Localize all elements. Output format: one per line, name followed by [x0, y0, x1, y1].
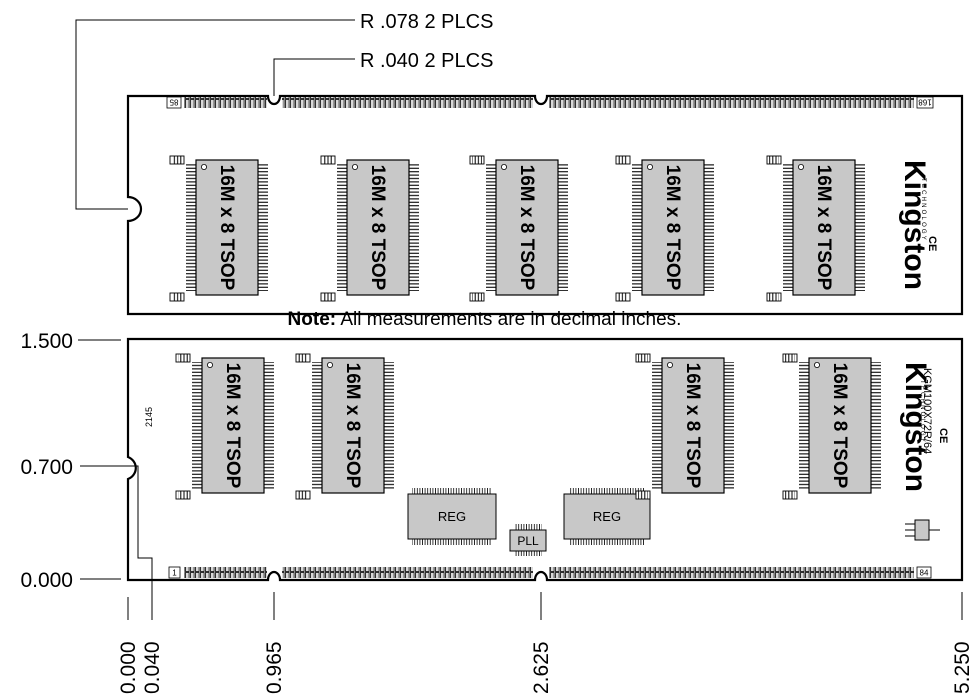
register-chip-left: REG: [407, 488, 497, 545]
chip-label: 16M x 8 TSOP: [829, 363, 850, 489]
radius-callout-inner: R .040 2 PLCS: [273, 50, 493, 96]
resistor-pack: [320, 155, 336, 165]
dim-h-5250: 5.250: [951, 641, 969, 694]
top-pin-row-right: [549, 97, 914, 108]
chip-label: 16M x 8 TSOP: [367, 165, 388, 291]
resistor-pack: [295, 353, 311, 363]
dim-h-2625: 2.625: [530, 641, 553, 694]
chip-label: 16M x 8 TSOP: [516, 165, 537, 291]
radius-inner-label: R .040 2 PLCS: [360, 50, 493, 72]
kingston-logo: Kingston: [898, 160, 931, 290]
chip-label: 16M x 8 TSOP: [662, 165, 683, 291]
top-chip-group: 16M x 8 TSOP 16M x 8 TSOP 16M x 8 TSOP 16M …: [169, 155, 865, 302]
resistor-pack: [175, 490, 191, 500]
radius-callout-outer: R .078 2 PLCS: [75, 11, 493, 210]
pll-chip: PLL: [509, 524, 547, 556]
vertical-dimensions: 1.500 0.700 0.000: [20, 330, 153, 597]
reg-label-right: REG: [593, 509, 621, 524]
note-text: All measurements are in decimal inches.: [336, 309, 682, 330]
resistor-pack: [615, 155, 631, 165]
resistor-pack: [635, 490, 651, 500]
resistor-pack: [320, 292, 336, 302]
resistor-pack: [295, 490, 311, 500]
pin-label-85: 85: [169, 98, 178, 107]
chip-label: 16M x 8 TSOP: [813, 165, 834, 291]
top-brand-block: Kingston TECHNOLOGY CE: [898, 160, 938, 290]
dim-h-0040: 0.040: [141, 641, 164, 694]
small-ic: [905, 519, 940, 541]
resistor-pack: [615, 292, 631, 302]
ce-mark-front: CE: [937, 428, 949, 443]
front-chip-group: 16M x 8 TSOP 16M x 8 TSOP 16M x 8 TSOP 16M …: [175, 353, 881, 500]
front-pin-row-left: [184, 567, 267, 578]
resistor-pack: [782, 490, 798, 500]
reg-label-left: REG: [438, 509, 466, 524]
pin-label-84: 84: [920, 569, 929, 578]
top-pin-row-mid: [282, 97, 533, 108]
chip-label: 16M x 8 TSOP: [682, 363, 703, 489]
tsop-chip: 16M x 8 TSOP: [632, 159, 714, 296]
tsop-chip: 16M x 8 TSOP: [312, 357, 394, 494]
tsop-chip: 16M x 8 TSOP: [799, 357, 881, 494]
chip-label: 16M x 8 TSOP: [222, 363, 243, 489]
tsop-chip: 16M x 8 TSOP: [783, 159, 865, 296]
resistor-pack: [782, 353, 798, 363]
front-pin-row-mid: [282, 567, 533, 578]
pin-label-168: 168: [918, 98, 932, 107]
front-pin-row-right: [549, 567, 914, 578]
top-pin-row-left: [184, 97, 267, 108]
technology-sub: TECHNOLOGY: [920, 178, 926, 242]
horizontal-dimensions: 0.000 0.040 0.965 2.625 5.250: [117, 592, 969, 694]
part-number: KGM100X72R/64: [921, 368, 933, 454]
tsop-chip: 16M x 8 TSOP: [337, 159, 419, 296]
serial-number: 2145: [144, 407, 154, 427]
chip-label: 16M x 8 TSOP: [216, 165, 237, 291]
note-prefix: Note:: [287, 309, 337, 330]
chip-label: 16M x 8 TSOP: [342, 363, 363, 489]
pin-label-1: 1: [172, 569, 177, 578]
resistor-pack: [766, 155, 782, 165]
kingston-logo-front: Kingston: [899, 362, 932, 492]
tsop-chip: 16M x 8 TSOP: [186, 159, 268, 296]
dim-h-0000: 0.000: [117, 641, 140, 694]
ce-mark: CE: [926, 236, 938, 251]
resistor-pack: [766, 292, 782, 302]
resistor-pack: [469, 155, 485, 165]
radius-outer-label: R .078 2 PLCS: [360, 11, 493, 33]
dim-0700: 0.700: [20, 456, 73, 479]
technology-sub-front: TECHNOLOGY: [919, 380, 925, 444]
dim-1500: 1.500: [20, 330, 73, 353]
resistor-pack: [635, 353, 651, 363]
dim-h-0965: 0.965: [263, 641, 286, 694]
dim-0000: 0.000: [20, 569, 73, 592]
resistor-pack: [175, 353, 191, 363]
tsop-chip: 16M x 8 TSOP: [192, 357, 274, 494]
tsop-chip: 16M x 8 TSOP: [652, 357, 734, 494]
register-chip-right: REG: [563, 488, 651, 545]
resistor-pack: [169, 155, 185, 165]
resistor-pack: [469, 292, 485, 302]
measurement-note: Note: All measurements are in decimal in…: [0, 309, 969, 331]
tsop-chip: 16M x 8 TSOP: [486, 159, 568, 296]
pll-label: PLL: [517, 534, 539, 548]
resistor-pack: [169, 292, 185, 302]
